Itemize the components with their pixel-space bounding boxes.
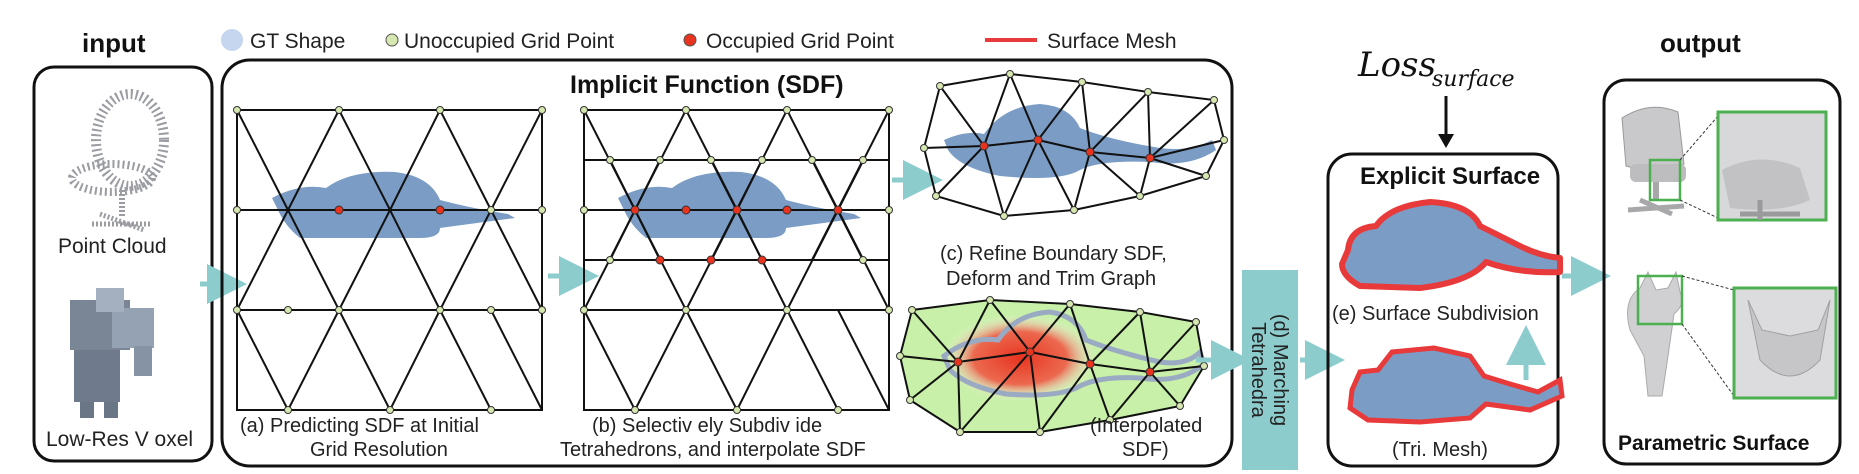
explicit-panel [1326,152,1560,468]
output-panel [1602,78,1842,466]
gt-shape-swatch [221,29,243,51]
caption-interp-line1: (Interpolated [1090,415,1202,437]
grid-a [233,106,546,414]
red-sdf-region [942,314,1098,402]
legend-gt-shape: GT Shape [250,30,345,53]
implicit-title: Implicit Function (SDF) [570,71,844,99]
input-title: input [82,28,146,58]
caption-b-line2: Tetrahedrons, and interpolate SDF [560,439,866,461]
point-cloud-label: Point Cloud [58,235,167,258]
legend-surface-mesh: Surface Mesh [1047,30,1177,53]
grid-b [580,106,893,414]
mouse-outline-interp [940,309,1207,398]
marching-line2: Tetrahedra [1247,322,1269,418]
unoccupied-swatch [385,33,399,47]
e-label: (e) Surface Subdivision [1332,303,1539,325]
output-chair [1621,106,1828,222]
output-dog [1627,270,1838,400]
explicit-title: Explicit Surface [1360,163,1540,190]
caption-b-line1: (b) Selectiv ely Subdiv ide [592,415,822,437]
loss-arrow-head [1438,134,1454,148]
occupied-swatch [683,33,697,47]
point-cloud-chair [68,89,169,233]
loss-subscript: surface [1432,67,1515,92]
caption-a-line2: Grid Resolution [310,439,448,461]
surface-mesh-mouse-top [1339,199,1563,291]
parametric-label: Parametric Surface [1618,432,1809,455]
loss-label: Loss [1357,45,1436,85]
caption-a-line1: (a) Predicting SDF at Initial [240,415,479,437]
legend: GT Shape Unoccupied Grid Point Occupied … [221,29,1177,53]
caption-interp-line2: SDF) [1122,439,1169,461]
low-res-voxel-label: Low-Res V oxel [46,428,193,451]
graph-c [920,70,1228,220]
marching-line1: (d) Marching [1269,314,1291,426]
output-title: output [1660,28,1741,58]
marching-box [1242,270,1298,470]
tri-label: (Tri. Mesh) [1392,439,1488,461]
input-panel [32,65,214,463]
low-res-voxel-dog [70,288,154,418]
implicit-panel [220,58,1234,468]
caption-c-line2: Deform and Trim Graph [946,268,1156,290]
legend-unoccupied: Unoccupied Grid Point [404,30,614,53]
interpolated-sdf-graph [896,296,1208,436]
surface-mesh-mouse-bottom [1347,345,1565,425]
legend-occupied: Occupied Grid Point [706,30,894,53]
caption-c-line1: (c) Refine Boundary SDF, [940,243,1167,265]
